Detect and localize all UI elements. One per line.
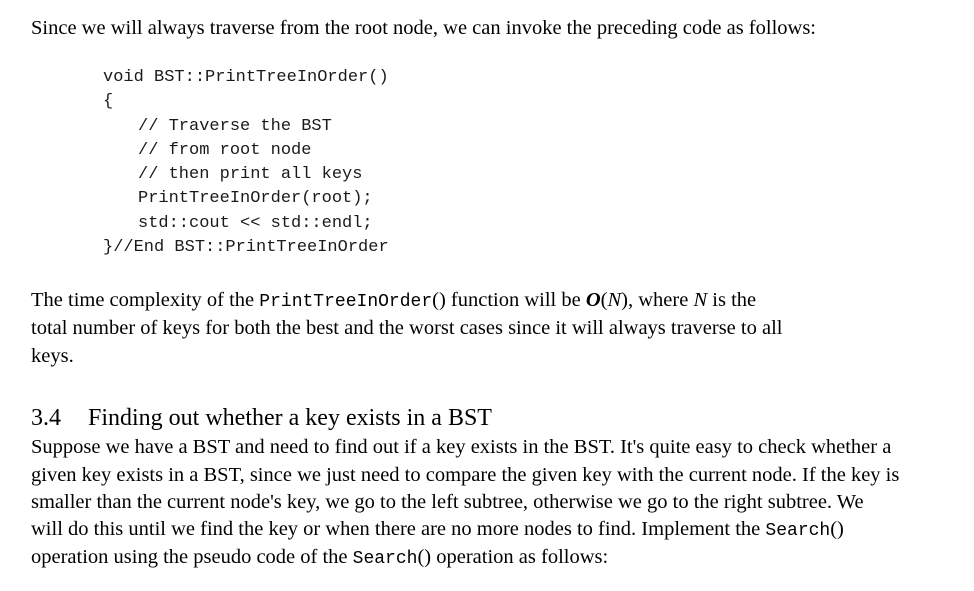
section-title: Finding out whether a key exists in a BS… xyxy=(88,405,492,431)
inline-code: Search xyxy=(352,549,418,569)
big-o-symbol: O xyxy=(585,289,601,311)
section-heading: 3.4 Finding out whether a key exists in a… xyxy=(31,403,492,433)
variable-n: N xyxy=(607,289,622,311)
section-line-3: smaller than the current node's key, we … xyxy=(31,488,864,516)
code-line: { xyxy=(103,92,114,112)
complexity-line-3: keys. xyxy=(31,342,74,370)
code-line: PrintTreeInOrder(root); xyxy=(138,189,373,209)
complexity-text: total number of keys for both the best a… xyxy=(31,317,783,339)
section-text: given key exists in a BST, since we just… xyxy=(31,464,900,486)
complexity-text: keys. xyxy=(31,345,74,367)
inline-code: Search xyxy=(765,521,831,541)
code-line: // from root node xyxy=(138,140,312,160)
section-line-2: given key exists in a BST, since we just… xyxy=(31,461,899,489)
section-text: operation using the pseudo code of the xyxy=(31,546,353,568)
code-line: // then print all keys xyxy=(138,165,363,185)
section-number: 3.4 xyxy=(31,405,61,431)
section-text: will do this until we find the key or wh… xyxy=(31,518,766,540)
intro-text: Since we will always traverse from the r… xyxy=(31,17,817,39)
section-text: smaller than the current node's key, we … xyxy=(31,491,864,513)
code-block: void BST::PrintTreeInOrder() { // Traver… xyxy=(103,66,389,260)
complexity-text: ( xyxy=(600,289,608,311)
section-line-1: Suppose we have a BST and need to find o… xyxy=(31,433,891,461)
code-line: void BST::PrintTreeInOrder() xyxy=(103,68,389,87)
variable-n: N xyxy=(693,289,708,311)
code-line: std::cout << std::endl; xyxy=(138,213,373,233)
inline-code: PrintTreeInOrder xyxy=(259,292,433,312)
complexity-text: is the xyxy=(707,289,757,311)
intro-paragraph: Since we will always traverse from the r… xyxy=(31,14,816,42)
code-line: // Traverse the BST xyxy=(138,116,332,136)
section-line-4: will do this until we find the key or wh… xyxy=(31,515,844,545)
complexity-line-1: The time complexity of the PrintTreeInOr… xyxy=(31,286,756,316)
section-text: Suppose we have a BST and need to find o… xyxy=(31,436,892,458)
complexity-text: The time complexity of the xyxy=(31,289,260,311)
code-line: }//End BST::PrintTreeInOrder xyxy=(103,238,389,258)
complexity-text: ), where xyxy=(621,289,694,311)
complexity-line-2: total number of keys for both the best a… xyxy=(31,314,782,342)
section-line-5: operation using the pseudo code of the S… xyxy=(31,543,608,573)
section-text: () xyxy=(830,518,844,540)
section-text: () operation as follows: xyxy=(417,546,609,568)
complexity-text: () function will be xyxy=(432,289,586,311)
